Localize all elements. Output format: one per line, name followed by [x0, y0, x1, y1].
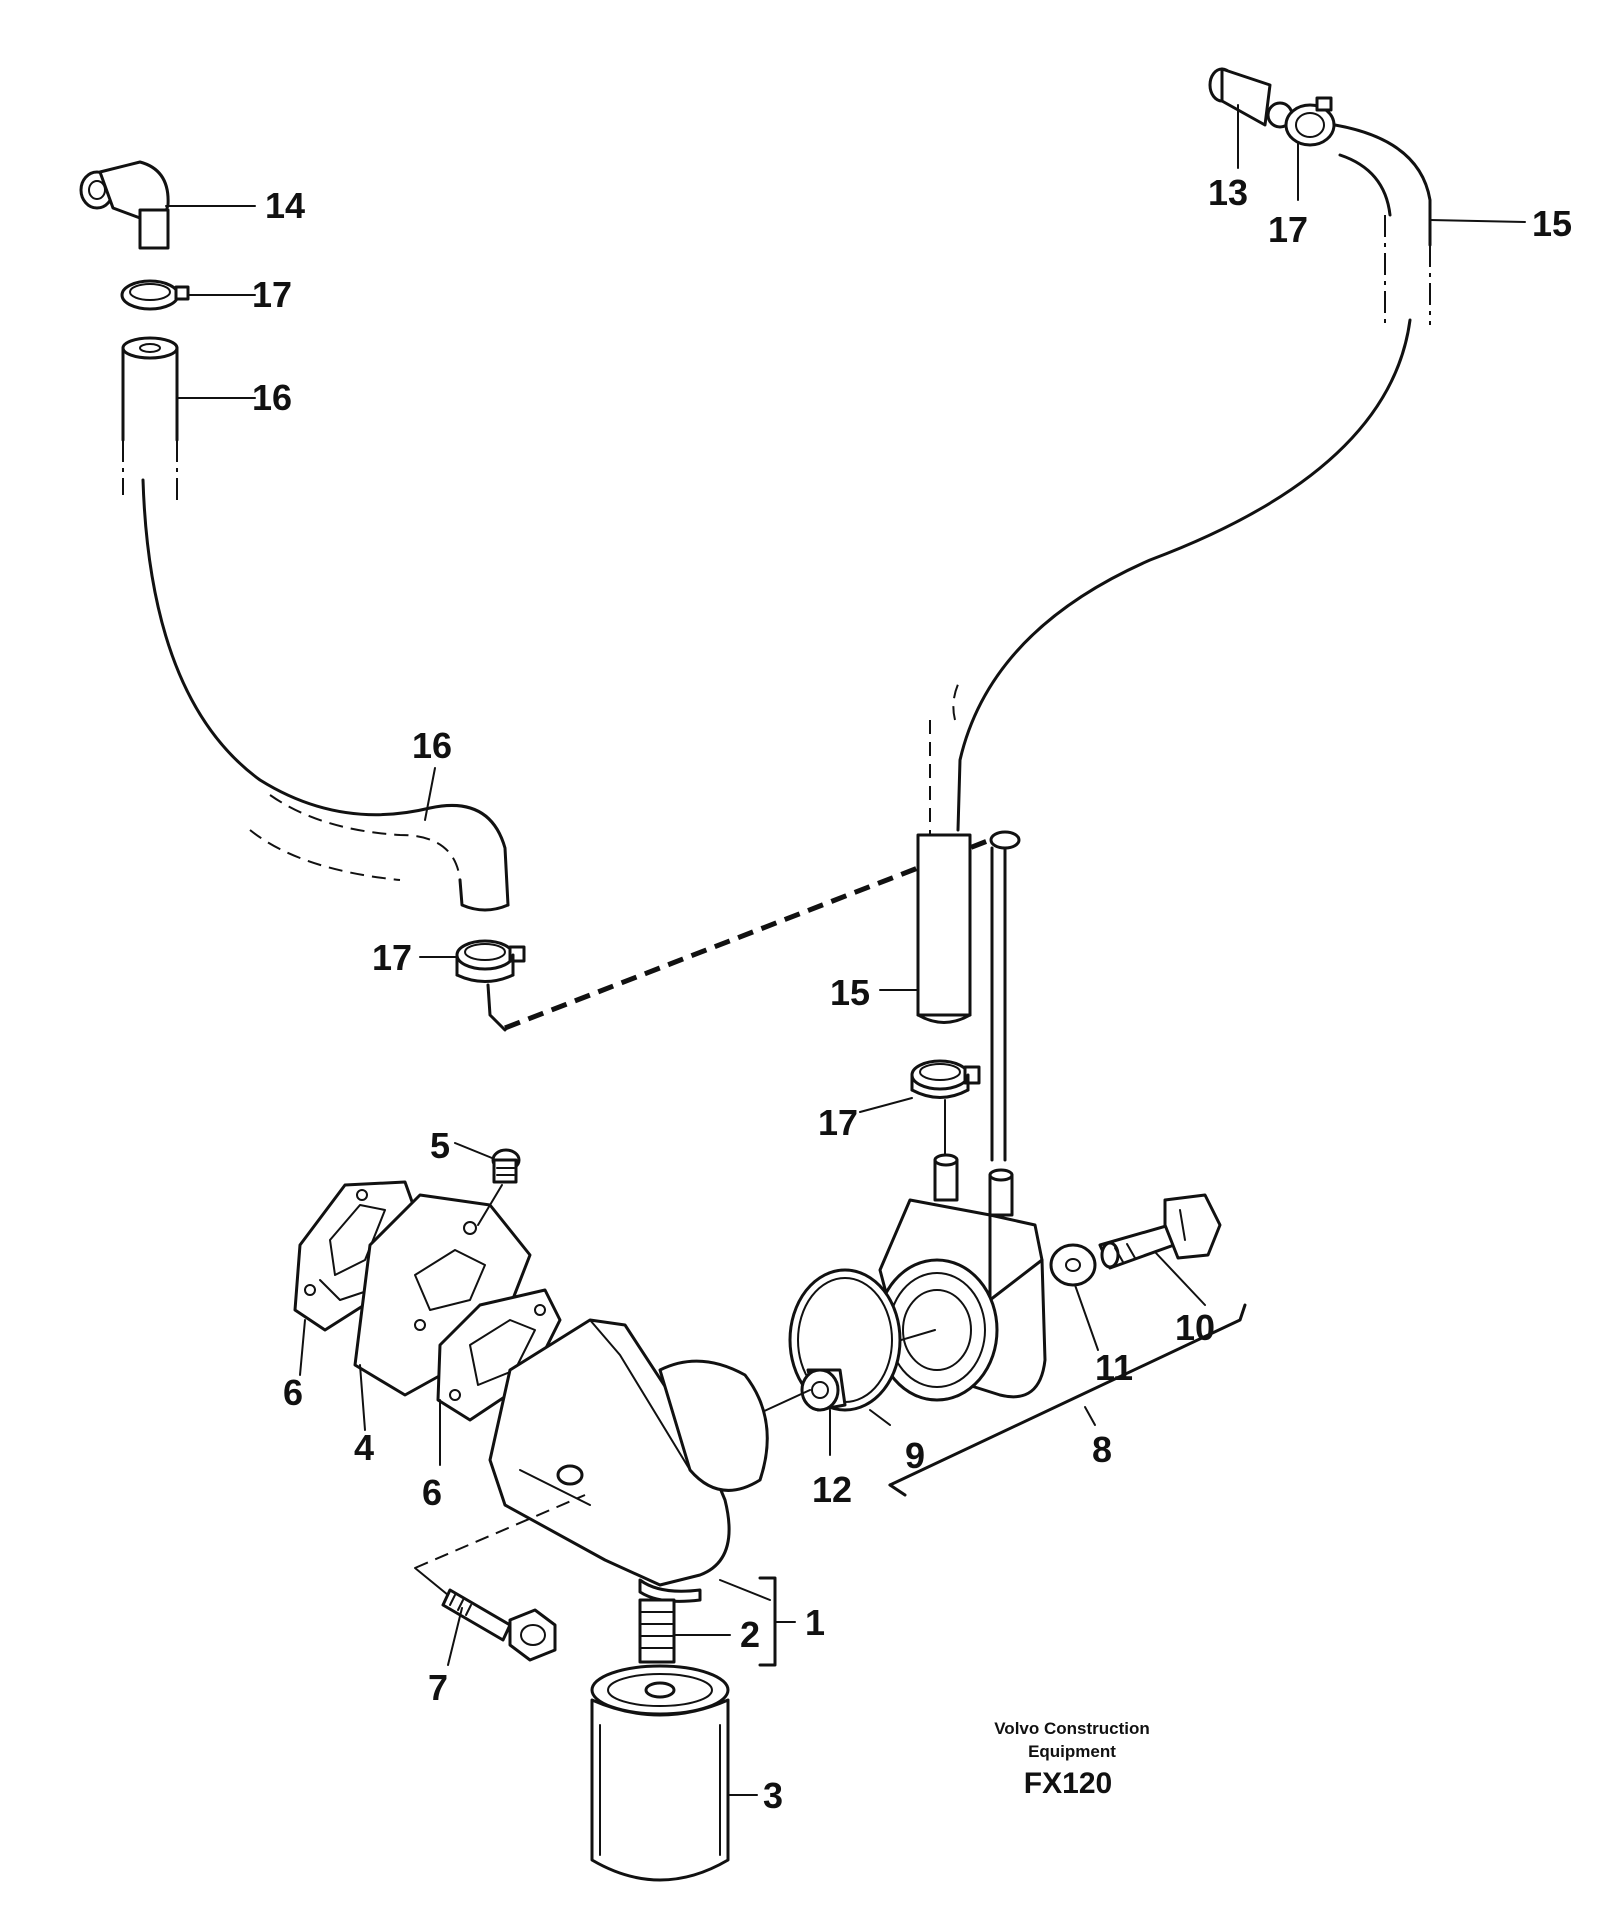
callout-17-d: 17	[818, 1102, 858, 1143]
callout-17-c: 17	[1268, 209, 1308, 250]
oil-filter-3	[590, 1664, 730, 1882]
callout-9: 9	[905, 1435, 925, 1476]
hose-16-curve	[141, 478, 510, 912]
hose-15-upper	[1333, 123, 1432, 325]
plug-5	[491, 1148, 521, 1184]
callout-8: 8	[1092, 1429, 1112, 1470]
callout-16-b: 16	[412, 725, 452, 766]
callout-3: 3	[763, 1775, 783, 1816]
elbow-fitting-14	[79, 160, 170, 250]
banjo-bolt-10	[1098, 1193, 1222, 1270]
oil-cooler-8	[799, 1153, 1047, 1402]
callout-4: 4	[354, 1427, 374, 1468]
callout-15-a: 15	[1532, 203, 1572, 244]
nipple-12	[800, 1368, 847, 1412]
callout-7: 7	[428, 1667, 448, 1708]
callout-1: 1	[805, 1602, 825, 1643]
hose-16-upper	[121, 336, 179, 500]
washer-11	[1049, 1243, 1097, 1287]
callout-6-a: 6	[283, 1372, 303, 1413]
caption-company: Volvo Construction	[994, 1719, 1150, 1738]
callout-11: 11	[1095, 1347, 1133, 1388]
caption-model: FX120	[1024, 1767, 1112, 1800]
filter-head-1	[488, 1318, 769, 1603]
callout-14: 14	[265, 185, 305, 226]
callout-13: 13	[1208, 172, 1248, 213]
callout-16-a: 16	[252, 377, 292, 418]
hose-clamp-17-mid-left	[455, 939, 526, 983]
callout-15-b: 15	[830, 972, 870, 1013]
callout-5: 5	[430, 1125, 450, 1166]
callout-10: 10	[1175, 1307, 1215, 1348]
nipple-2	[638, 1598, 676, 1664]
hose-clamp-17-top-right	[1284, 96, 1336, 147]
callout-17-b: 17	[372, 937, 412, 978]
callout-12: 12	[812, 1469, 852, 1510]
hose-clamp-17-mid-right	[910, 1059, 981, 1099]
hose-15-long-curve	[929, 318, 1412, 840]
nipple-13	[1208, 67, 1294, 129]
screw-7	[441, 1588, 557, 1662]
caption-equipment: Equipment	[1028, 1742, 1116, 1761]
callout-2: 2	[740, 1614, 760, 1655]
callout-17-a: 17	[252, 274, 292, 315]
hose-clamp-17-top-left	[120, 279, 190, 311]
callout-6-b: 6	[422, 1472, 442, 1513]
hose-15-lower	[916, 830, 1021, 1162]
